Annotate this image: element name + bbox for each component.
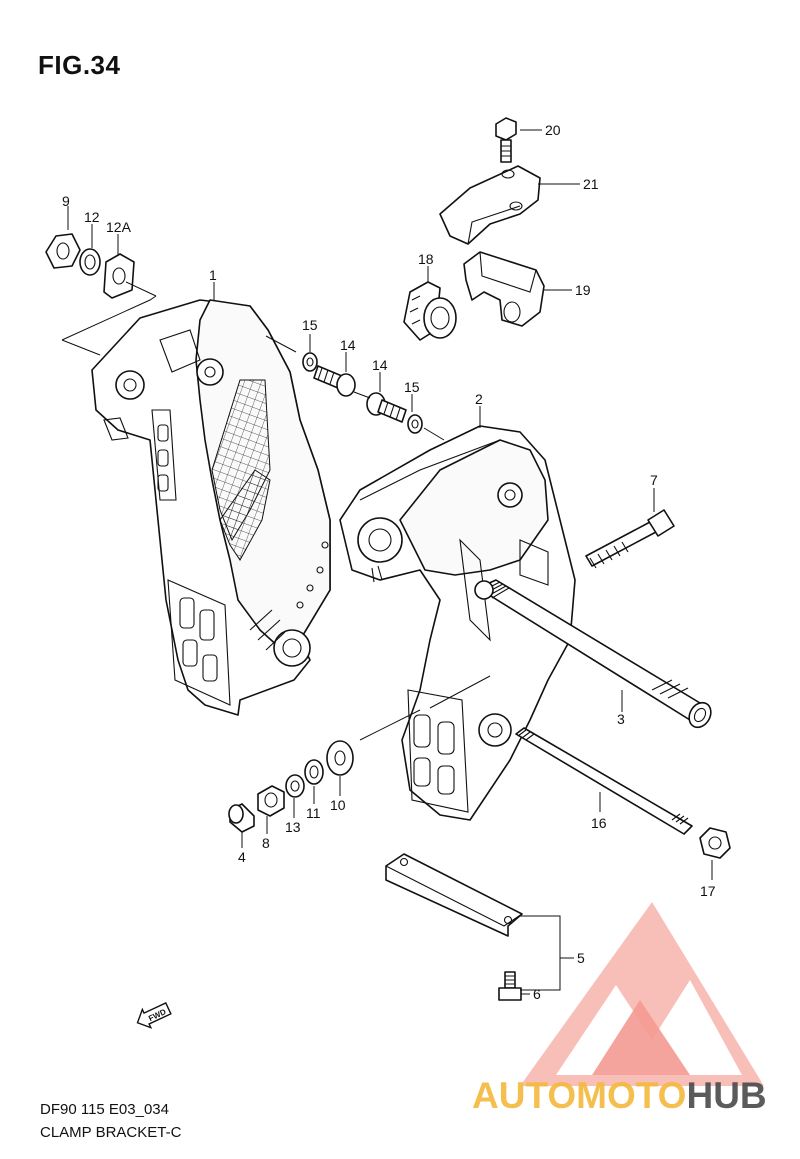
watermark-text-part1: AUTOMOTO	[472, 1075, 686, 1116]
screw-6	[498, 971, 522, 1001]
label-part-9: 9	[62, 193, 70, 209]
label-part-4: 4	[238, 849, 246, 865]
anode-plate	[385, 853, 523, 937]
washer-12a	[103, 253, 135, 299]
assembly-lines	[61, 281, 574, 991]
washer-12	[79, 248, 101, 276]
label-part-8: 8	[262, 835, 270, 851]
washer-15b	[407, 414, 423, 434]
clamp-bracket-right	[339, 425, 576, 821]
tilt-tube	[474, 579, 712, 729]
nut-17	[699, 827, 731, 859]
through-rod	[515, 727, 693, 835]
label-part-12: 12	[84, 209, 100, 225]
bolt-14a	[313, 365, 356, 397]
nut-9	[45, 233, 81, 269]
label-part-10: 10	[330, 797, 346, 813]
nut-8	[257, 785, 285, 817]
collar-4	[228, 803, 255, 833]
watermark-text: AUTOMOTOHUB	[472, 1075, 767, 1116]
label-part-6: 6	[533, 986, 541, 1002]
watermark-logo	[520, 902, 764, 1086]
washer-11	[304, 759, 324, 785]
label-part-3: 3	[617, 711, 625, 727]
fwd-arrow: FWD	[136, 1002, 172, 1029]
fwd-arrow-shape	[136, 1002, 172, 1029]
grommet-18	[403, 281, 457, 341]
label-part-20: 20	[545, 122, 561, 138]
label-part-16: 16	[591, 815, 607, 831]
watermark-triangle-inner	[556, 980, 742, 1075]
washer-10	[326, 740, 354, 776]
label-part-13: 13	[285, 819, 301, 835]
figure-title: FIG.34	[38, 50, 121, 80]
clamp-bracket-left	[91, 299, 331, 716]
label-part-15a: 15	[302, 317, 318, 333]
label-part-11: 11	[306, 805, 321, 821]
label-part-21: 21	[583, 176, 599, 192]
bolt-20	[495, 117, 517, 163]
label-part-7: 7	[650, 472, 658, 488]
label-part-14a: 14	[340, 337, 356, 353]
watermark-triangle-mid	[592, 1000, 690, 1075]
label-part-1: 1	[209, 267, 217, 283]
label-part-19: 19	[575, 282, 591, 298]
bracket-19	[463, 251, 545, 327]
label-part-2: 2	[475, 391, 483, 407]
callout-labels: 9 12 12A 1 15 14 14 15 2 18 20 21 19 7 3…	[62, 122, 716, 1002]
bolt-7	[585, 509, 675, 569]
washer-15a	[302, 352, 318, 372]
leader-lines	[67, 129, 713, 995]
label-part-12a: 12A	[106, 219, 132, 235]
label-part-15b: 15	[404, 379, 420, 395]
label-part-18: 18	[418, 251, 434, 267]
caption-code: DF90 115 E03_034	[40, 1101, 169, 1118]
cover-21	[439, 165, 541, 245]
label-part-5: 5	[577, 950, 585, 966]
svg-text:AUTOMOTOHUB: AUTOMOTOHUB	[472, 1075, 767, 1116]
caption-name: CLAMP BRACKET-C	[40, 1124, 182, 1141]
label-part-14b: 14	[372, 357, 388, 373]
watermark-text-part2: HUB	[686, 1075, 766, 1116]
washer-13	[285, 774, 305, 798]
bolt-14b	[366, 392, 407, 423]
label-part-17: 17	[700, 883, 716, 899]
